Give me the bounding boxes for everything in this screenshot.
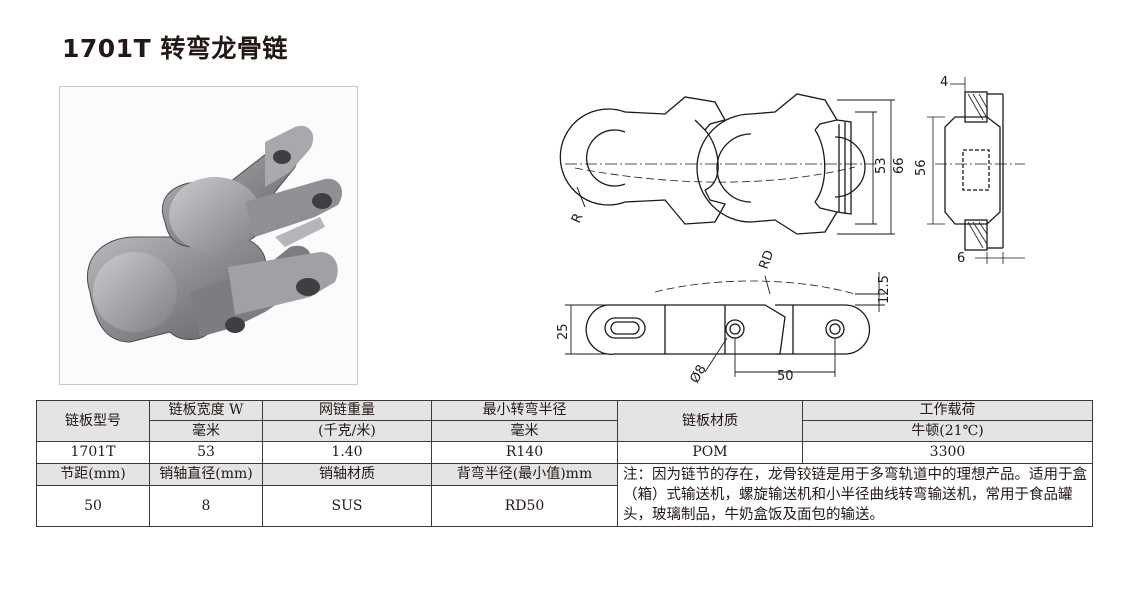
value-pin-material: SUS — [262, 485, 432, 527]
link-outline-middle — [696, 113, 752, 223]
header-pitch: 节距(mm) — [36, 463, 150, 486]
dim-66-label: 66 — [892, 157, 907, 174]
dim-r-label: R — [569, 211, 586, 226]
dim-53-label: 53 — [874, 157, 889, 174]
value-pin-diameter: 8 — [149, 485, 263, 527]
value-load: 3300 — [802, 441, 1093, 464]
header-weight-unit: (千克/米) — [262, 420, 432, 442]
value-back-radius: RD50 — [431, 485, 618, 527]
header-model: 链板型号 — [36, 400, 150, 442]
dim-12-5-label: 12.5 — [877, 275, 892, 304]
value-radius: R140 — [431, 441, 618, 464]
dim-6-label: 6 — [957, 251, 965, 266]
value-weight: 1.40 — [262, 441, 432, 464]
page-title: 1701T 转弯龙骨链 — [62, 34, 288, 63]
value-pitch: 50 — [36, 485, 150, 527]
technical-drawing: R 53 66 4 6 56 — [556, 75, 1025, 386]
value-width: 53 — [149, 441, 263, 464]
side-view — [944, 91, 1004, 251]
dim-4-label: 4 — [940, 75, 948, 90]
spec-table: 链板型号 链板宽度 W 网链重量 最小转弯半径 链板材质 工作载荷 毫米 (千克… — [36, 400, 1093, 527]
header-pin-material: 销轴材质 — [262, 463, 432, 486]
link-outline-right — [834, 136, 866, 198]
dim-phi8-label: Ø8 — [687, 362, 709, 386]
header-radius-unit: 毫米 — [431, 420, 618, 442]
header-material: 链板材质 — [617, 400, 803, 442]
header-weight: 网链重量 — [262, 400, 432, 421]
header-back-radius: 背弯半径(最小值)mm — [431, 463, 618, 486]
profile-view — [585, 304, 871, 355]
value-model: 1701T — [36, 441, 150, 464]
note-text: 注：因为链节的存在，龙骨铰链是用于多弯轨道中的理想产品。适用于盒（箱）式输送机，… — [617, 463, 1093, 527]
header-radius: 最小转弯半径 — [431, 400, 618, 421]
header-load-unit: 牛顿(21℃) — [802, 420, 1093, 442]
header-pin-diameter: 销轴直径(mm) — [149, 463, 263, 486]
link-outline-left — [559, 108, 626, 206]
dim-25-label: 25 — [556, 323, 571, 340]
header-width: 链板宽度 W — [149, 400, 263, 421]
dim-56-label: 56 — [914, 159, 929, 176]
dim-50-label: 50 — [777, 369, 794, 384]
header-load: 工作载荷 — [802, 400, 1093, 421]
value-material: POM — [617, 441, 803, 464]
dim-rd-label: RD — [757, 248, 778, 271]
chain-link-render — [86, 125, 342, 343]
header-width-unit: 毫米 — [149, 420, 263, 442]
product-photo — [59, 86, 358, 385]
